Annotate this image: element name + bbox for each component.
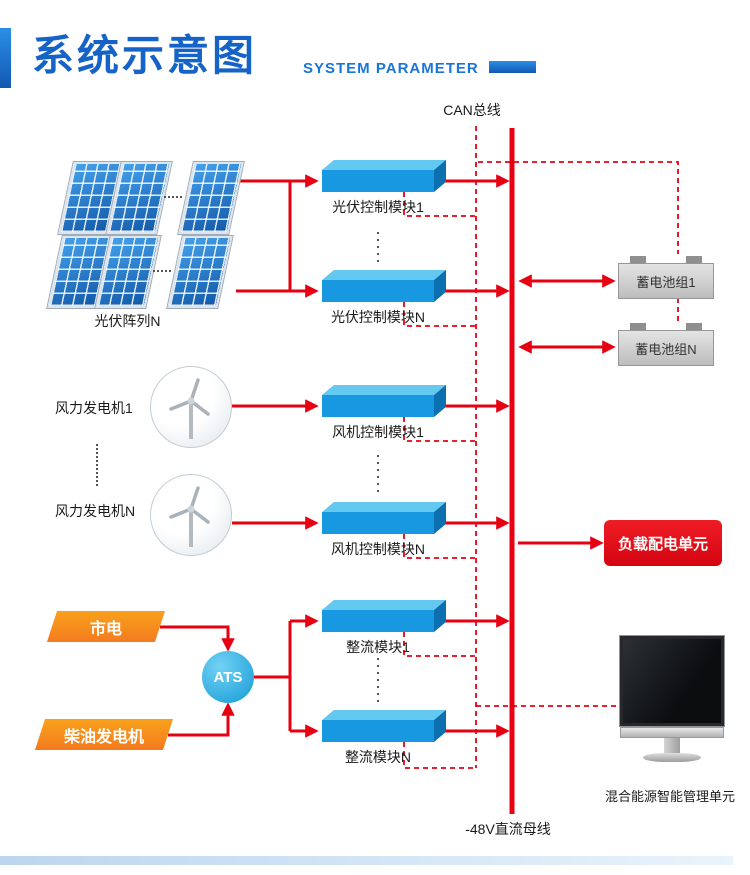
footer-accent-bar — [0, 856, 733, 865]
wind-turbine-1-label: 风力发电机1 — [55, 400, 133, 416]
ats-switch: ATS — [202, 651, 254, 703]
solar-ellipsis — [164, 196, 182, 198]
wind-turbine-icon — [150, 366, 232, 448]
module-box — [322, 170, 434, 192]
module-label: 光伏控制模块N — [330, 309, 426, 325]
dc-bus-label: -48V直流母线 — [465, 821, 551, 837]
module-box — [322, 610, 434, 632]
module-pv-control-1: 光伏控制模块1 — [322, 160, 434, 217]
module-rectifier-1: 整流模块1 — [322, 600, 434, 657]
page-subtitle: SYSTEM PARAMETER — [303, 60, 479, 77]
pv-array-label: 光伏阵列N — [94, 313, 161, 329]
module-box — [322, 395, 434, 417]
module-label: 整流模块N — [344, 749, 412, 765]
monitor-stand-neck — [664, 738, 680, 753]
mains-power: 市电 — [46, 611, 166, 642]
module-wind-control-n: 风机控制模块N — [322, 502, 434, 559]
battery-group-n: 蓄电池组N — [618, 323, 714, 366]
diesel-generator: 柴油发电机 — [34, 719, 174, 750]
page-title: 系统示意图 — [32, 32, 258, 79]
battery-terminals — [618, 256, 714, 263]
wind-turbine-n-label: 风力发电机N — [55, 503, 136, 519]
monitor-screen — [619, 635, 725, 727]
module-rectifier-n: 整流模块N — [322, 710, 434, 767]
battery-terminals — [618, 323, 714, 330]
can-bus-label: CAN总线 — [443, 102, 501, 118]
solar-panel — [167, 236, 233, 308]
module-label: 整流模块1 — [346, 639, 410, 655]
solar-panel — [178, 162, 244, 234]
module-label: 风机控制模块1 — [332, 424, 424, 440]
wind-ellipsis — [96, 444, 98, 486]
module-box — [322, 280, 434, 302]
module-box — [322, 720, 434, 742]
battery-label: 蓄电池组N — [618, 330, 714, 366]
load-unit-label: 负载配电单元 — [617, 535, 708, 553]
module-pv-control-n: 光伏控制模块N — [322, 270, 434, 327]
module-box — [322, 512, 434, 534]
management-unit-label: 混合能源智能管理单元 — [604, 789, 735, 804]
ats-label: ATS — [213, 668, 243, 686]
diesel-label: 柴油发电机 — [63, 728, 144, 746]
wind-turbine-icon — [150, 474, 232, 556]
module-label: 风机控制模块N — [330, 541, 426, 557]
load-distribution-unit: 负载配电单元 — [604, 520, 722, 566]
subtitle-accent-bar — [489, 61, 536, 73]
module-wind-control-1: 风机控制模块1 — [322, 385, 434, 442]
monitor-stand-base — [643, 753, 701, 762]
battery-label: 蓄电池组1 — [618, 263, 714, 299]
monitor-bezel-strip — [620, 727, 724, 738]
module-label: 光伏控制模块1 — [332, 199, 424, 215]
monitor-icon — [619, 635, 725, 762]
header-accent-bar — [0, 28, 11, 88]
solar-ellipsis — [153, 270, 171, 272]
mains-label: 市电 — [89, 620, 122, 638]
battery-group-1: 蓄电池组1 — [618, 256, 714, 299]
